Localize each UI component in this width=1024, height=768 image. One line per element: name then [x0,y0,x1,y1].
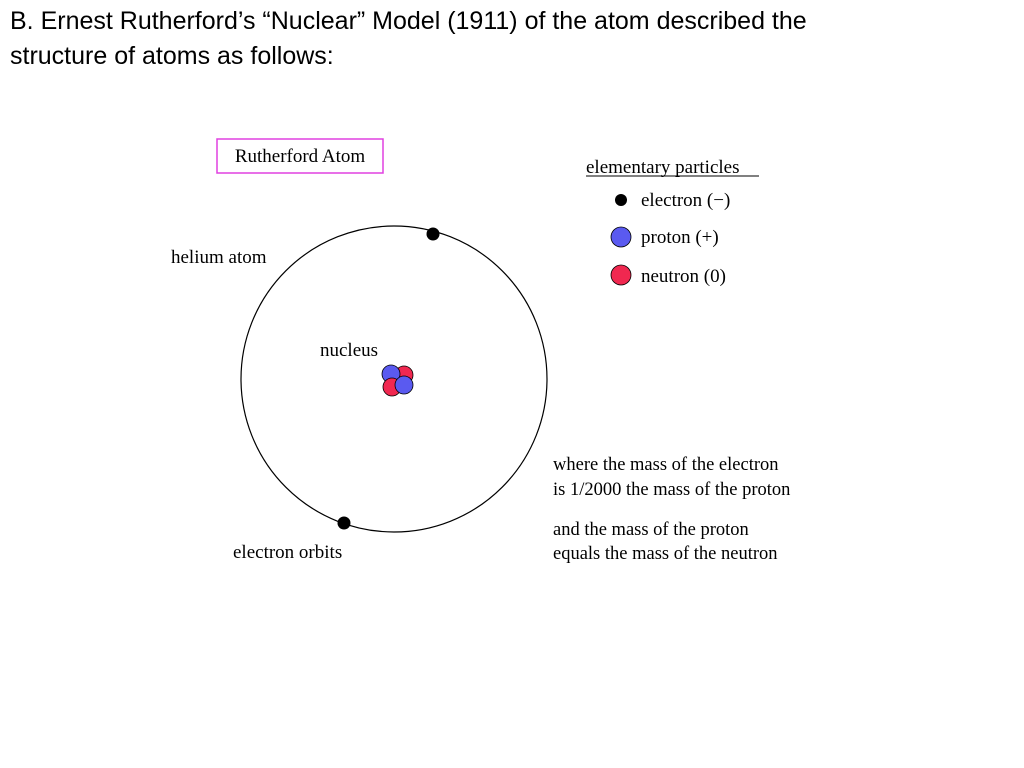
legend-title: elementary particles [586,157,740,178]
slide-title-line-1: B. Ernest Rutherford’s “Nuclear” Model (… [10,7,807,35]
legend-proton-icon [610,226,632,248]
legend-proton-label: proton (+) [641,227,719,248]
note-line-2: is 1/2000 the mass of the proton [553,480,790,500]
diagram-heading-box [216,138,384,174]
note-line-3: and the mass of the proton [553,520,749,540]
nucleus-label: nucleus [320,340,378,361]
slide-title: B. Ernest Rutherford’s “Nuclear” Model (… [10,4,1010,74]
note-line-1: where the mass of the electron [553,455,779,475]
legend-neutron-icon [610,264,632,286]
mass-notes: where the mass of the electron is 1/2000… [553,455,790,564]
electron-top [426,227,440,241]
electron-orbits-label: electron orbits [233,542,342,563]
legend-neutron-label: neutron (0) [641,266,726,287]
legend-electron-icon [615,194,627,206]
slide-title-line-2: structure of atoms as follows: [10,42,334,70]
legend: elementary particles electron (−) proton… [586,157,759,287]
electron-bottom [337,516,351,530]
legend-electron-label: electron (−) [641,190,730,211]
helium-atom-label: helium atom [171,247,267,268]
electron-orbit [240,225,548,533]
note-line-4: equals the mass of the neutron [553,544,778,564]
nucleus [381,364,414,397]
diagram-heading: Rutherford Atom [235,146,366,167]
nucleus-proton [394,375,414,395]
